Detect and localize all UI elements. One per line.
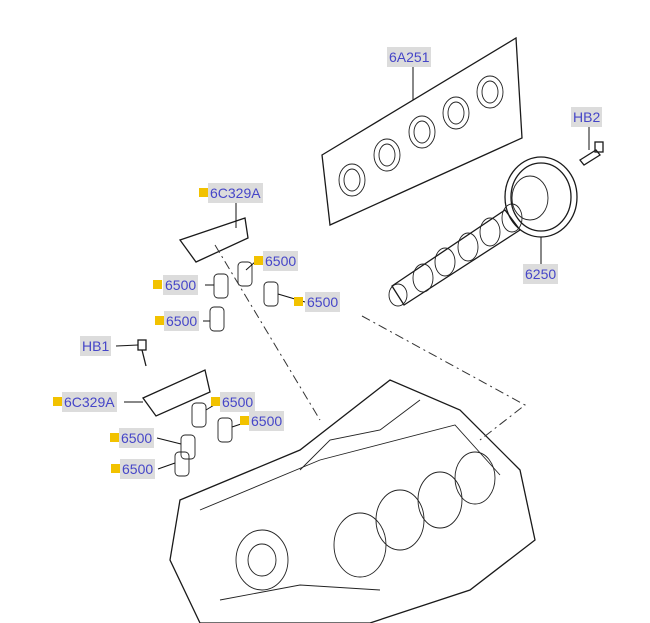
highlight-marker: [211, 397, 220, 406]
lower-lifters: [174, 402, 233, 477]
highlight-marker: [240, 416, 249, 425]
callout-6250[interactable]: 6250: [523, 264, 559, 284]
engine-block: [169, 379, 536, 623]
bolt-hb2: [579, 141, 604, 166]
callout-6c329a-top[interactable]: 6C329A: [208, 183, 263, 203]
callout-6a251[interactable]: 6A251: [387, 47, 432, 67]
callout-hb2[interactable]: HB2: [571, 107, 603, 127]
upper-lifters: [209, 261, 279, 332]
highlight-marker: [111, 464, 120, 473]
callout-6500-c[interactable]: 6500: [305, 292, 341, 312]
camshaft-bearing-set: [321, 36, 523, 226]
callout-6500-f[interactable]: 6500: [249, 411, 285, 431]
lower-lifter-guide: [142, 369, 211, 417]
callout-hb1[interactable]: HB1: [80, 336, 112, 356]
callout-6500-a[interactable]: 6500: [263, 251, 299, 271]
highlight-marker: [254, 256, 263, 265]
upper-lifter-guide: [178, 217, 249, 263]
bolt-hb1: [137, 339, 147, 367]
highlight-marker: [110, 433, 119, 442]
camshaft: [388, 156, 578, 307]
highlight-marker: [53, 397, 62, 406]
highlight-marker: [294, 297, 303, 306]
callout-6500-b[interactable]: 6500: [163, 275, 199, 295]
callout-6500-h[interactable]: 6500: [120, 459, 156, 479]
highlight-marker: [155, 316, 164, 325]
highlight-marker: [153, 280, 162, 289]
alignment-lines: [214, 244, 526, 441]
callout-6500-e[interactable]: 6500: [220, 392, 256, 412]
callout-6500-g[interactable]: 6500: [119, 428, 155, 448]
callout-6c329a-bottom[interactable]: 6C329A: [62, 392, 117, 412]
callout-6500-d[interactable]: 6500: [164, 311, 200, 331]
highlight-marker: [199, 188, 208, 197]
